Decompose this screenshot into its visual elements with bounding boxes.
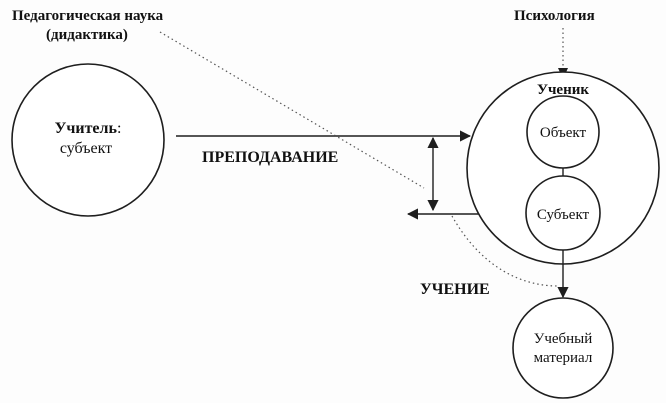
learning-label: УЧЕНИЕ (420, 281, 490, 298)
pedagogy-dotted-link (159, 31, 425, 189)
study-material-label-line1: Учебный (534, 331, 593, 347)
teacher-circle (11, 63, 165, 217)
study-material-label-line2: материал (534, 350, 593, 366)
teacher-label: Учитель: (55, 120, 122, 137)
student-label: Ученик (537, 82, 589, 98)
teacher-role-label: субъект (60, 140, 112, 157)
pedagogy-label-line1: Педагогическая наука (12, 8, 164, 24)
study-material-circle (512, 297, 614, 399)
psychology-label: Психология (514, 8, 595, 24)
pedagogy-label-line2: (дидактика) (46, 27, 128, 43)
teaching-label: ПРЕПОДАВАНИЕ (202, 149, 338, 166)
object-circle (526, 95, 600, 169)
subject-label: Субъект (537, 207, 590, 223)
teacher-bold-label: Учитель (55, 120, 118, 137)
object-label: Объект (540, 125, 587, 141)
teacher-colon: : (117, 120, 121, 137)
